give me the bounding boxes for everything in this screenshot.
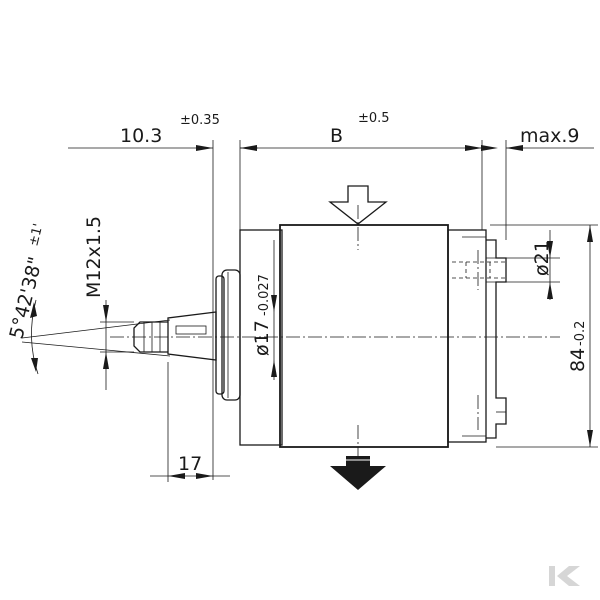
dim-body-length-tol: ±0.5 (358, 111, 390, 126)
dim-shaft-offset: 10.3 (120, 125, 162, 147)
top-dimensions (68, 140, 594, 480)
dim-taper-angle-group: 5°42'38" ±1' (6, 222, 48, 341)
dim-height: 84 (567, 348, 589, 372)
dim-height-group: 84 -0.2 (567, 321, 589, 372)
k-logo-icon (549, 566, 580, 586)
dim-height-tol: -0.2 (573, 321, 588, 346)
drive-shaft (133, 311, 217, 361)
front-flange (215, 269, 241, 401)
dim-shaft-offset-tol: ±0.35 (180, 113, 220, 128)
dim-shaft-diameter-tol: -0.027 (257, 274, 272, 316)
dim-body-length: B (330, 125, 343, 147)
dim-shaft-length: 17 (178, 453, 202, 475)
dim-shaft-diameter-group: ø17 -0.027 (251, 274, 273, 356)
center-lines (110, 205, 560, 460)
dim-taper-angle: 5°42'38" (6, 254, 48, 341)
shaft-diameter-dimension (271, 240, 277, 380)
pump-body (239, 224, 507, 448)
dim-rear-max: max.9 (520, 125, 580, 147)
right-dimensions (486, 224, 598, 448)
dim-shaft-diameter: ø17 (251, 320, 273, 356)
outlet-arrow-icon (330, 456, 386, 490)
inlet-arrow-icon (328, 185, 388, 225)
dim-taper-angle-tol: ±1' (26, 222, 46, 248)
dim-thread: M12x1.5 (83, 216, 105, 298)
dim-port-diameter: ø21 (531, 240, 553, 276)
left-dimensions (21, 299, 230, 482)
